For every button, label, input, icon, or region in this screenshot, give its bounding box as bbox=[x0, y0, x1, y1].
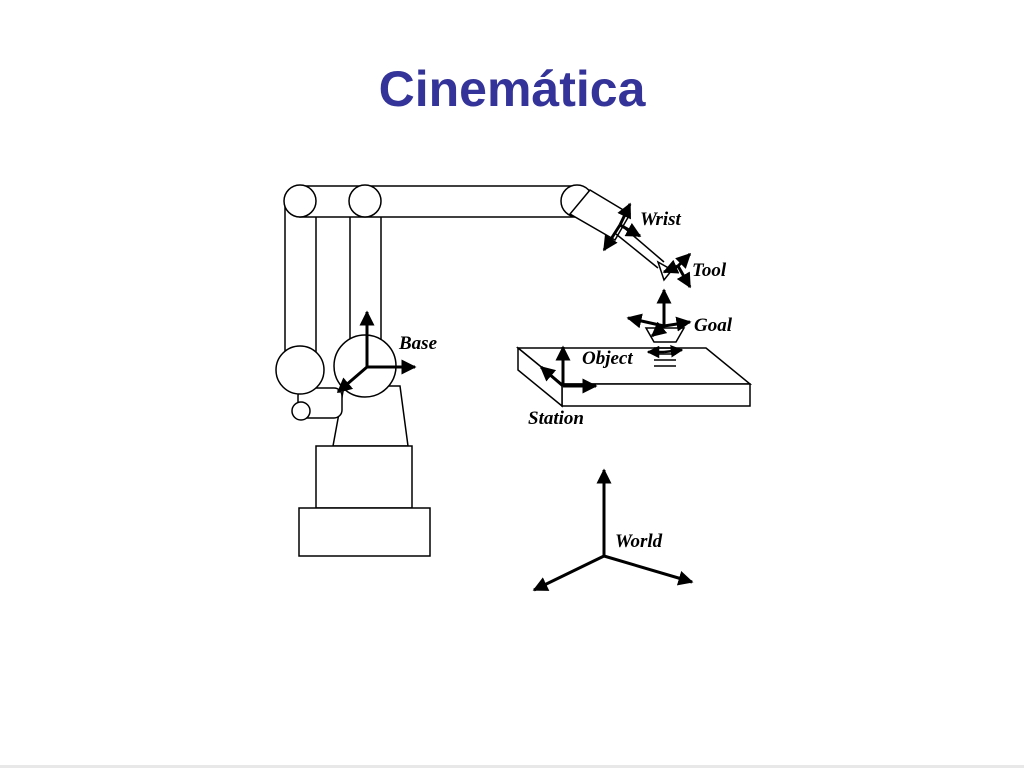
joint-counterweight bbox=[291, 401, 311, 421]
joint-left-top bbox=[283, 184, 317, 218]
station-frame-axes bbox=[539, 345, 598, 394]
object-frame-axes bbox=[646, 345, 684, 359]
base-upper-block bbox=[315, 445, 413, 509]
label-station: Station bbox=[528, 408, 584, 429]
joint-shoulder-left bbox=[275, 345, 325, 395]
label-object: Object bbox=[582, 348, 633, 369]
world-frame-axes bbox=[532, 468, 694, 592]
forearm-link bbox=[299, 185, 578, 218]
wrist-frame-axes bbox=[602, 202, 642, 252]
label-tool: Tool bbox=[692, 260, 727, 281]
label-base: Base bbox=[398, 333, 438, 354]
robot-arm bbox=[275, 184, 674, 557]
joint-right-top bbox=[348, 184, 382, 218]
footer-rule bbox=[0, 765, 1024, 768]
base-lower-block bbox=[298, 507, 431, 557]
goal-frame-axes bbox=[626, 288, 692, 338]
slide-title: Cinemática bbox=[378, 61, 646, 117]
label-wrist: Wrist bbox=[640, 209, 682, 230]
label-goal: Goal bbox=[694, 315, 733, 336]
station-table bbox=[515, 346, 753, 408]
label-world: World bbox=[615, 531, 663, 552]
vertical-link-left bbox=[284, 200, 317, 357]
tool-frame-axes bbox=[662, 252, 692, 289]
tool-shaft-b bbox=[615, 233, 659, 269]
base-frame-axes bbox=[336, 310, 417, 394]
